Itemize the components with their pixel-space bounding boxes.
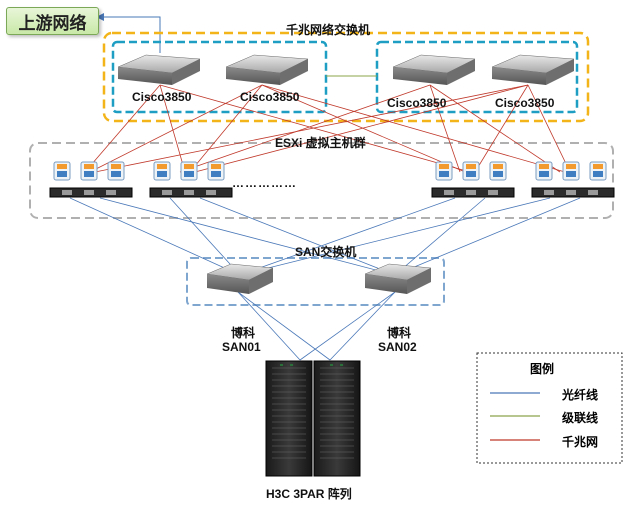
uplink-line xyxy=(96,13,161,53)
esxi-host-2 xyxy=(149,161,233,198)
vm-icon xyxy=(535,161,553,181)
san-switch-group-box xyxy=(186,257,445,306)
esxi-host-4 xyxy=(531,161,615,198)
cisco-label-3: Cisco3850 xyxy=(387,96,447,110)
esxi-host-1 xyxy=(49,161,133,198)
esxi-cluster-box xyxy=(29,142,614,219)
cisco-switch-4 xyxy=(491,54,575,85)
cisco-label-2: Cisco3850 xyxy=(240,90,300,104)
cisco-switch-2 xyxy=(225,54,309,85)
vm-icon xyxy=(489,161,507,181)
san02-line1: 博科 xyxy=(387,326,412,340)
vm-icon xyxy=(53,161,71,181)
vm-icon xyxy=(107,161,125,181)
vm-icon xyxy=(589,161,607,181)
esxi-hosts xyxy=(49,161,615,198)
legend-box xyxy=(476,352,623,464)
upstream-network-label: 上游网络 xyxy=(6,7,99,35)
san02-line2: SAN02 xyxy=(378,340,417,354)
vm-icon xyxy=(462,161,480,181)
fiber-lines-hosts xyxy=(69,197,581,276)
vm-icon xyxy=(180,161,198,181)
storage-array xyxy=(265,360,361,477)
gigabit-lines xyxy=(84,84,571,173)
san01-line1: 博科 xyxy=(231,326,256,340)
legend-title: 图例 xyxy=(530,362,555,376)
esxi-host-3 xyxy=(431,161,515,198)
storage-label: H3C 3PAR 阵列 xyxy=(266,487,352,501)
san-switch-2 xyxy=(364,263,432,294)
vm-icon xyxy=(435,161,453,181)
vm-icon xyxy=(207,161,225,181)
vm-icon xyxy=(153,161,171,181)
cisco-label-4: Cisco3850 xyxy=(495,96,555,110)
legend-cascade-label: 级联线 xyxy=(562,411,599,425)
san-switch-title: SAN交换机 xyxy=(295,245,357,259)
cisco-switch-1 xyxy=(117,54,201,85)
switch-stack-left-box xyxy=(111,40,328,114)
san-switch-1 xyxy=(206,263,274,294)
legend-fiber-label: 光纤线 xyxy=(562,388,599,402)
vm-icon xyxy=(80,161,98,181)
vm-icon xyxy=(562,161,580,181)
san01-line2: SAN01 xyxy=(222,340,261,354)
fiber-lines-storage xyxy=(237,291,396,361)
cisco-label-1: Cisco3850 xyxy=(132,90,192,104)
esxi-ellipsis: …………… xyxy=(232,176,297,190)
cisco-switch-3 xyxy=(392,54,476,85)
legend-gigabit-label: 千兆网 xyxy=(562,435,599,449)
gigabit-switch-title: 千兆网络交换机 xyxy=(286,23,371,37)
switch-stack-right-box xyxy=(375,40,579,114)
esxi-cluster-title: ESXi 虚拟主机群 xyxy=(275,136,366,150)
